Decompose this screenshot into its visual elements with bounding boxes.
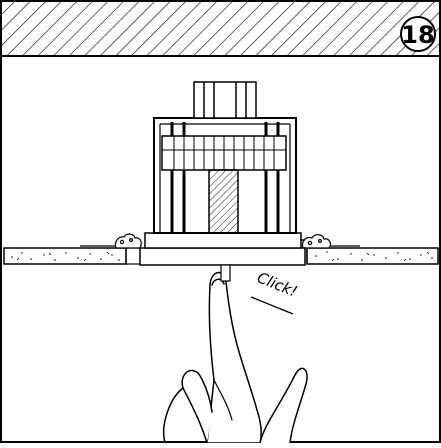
ceiling-slab — [0, 0, 441, 57]
fixture-bezel — [139, 232, 306, 266]
step-number: 18 — [401, 21, 434, 49]
ceiling-board — [3, 247, 439, 265]
sealant-blob-left — [114, 233, 142, 249]
step-number-badge: 18 — [400, 16, 436, 52]
top-connector — [193, 81, 257, 119]
click-underline — [250, 296, 294, 315]
hand-illustration — [163, 271, 308, 443]
center-shaft — [208, 169, 239, 234]
heat-sink — [161, 135, 287, 171]
push-point — [220, 264, 231, 282]
